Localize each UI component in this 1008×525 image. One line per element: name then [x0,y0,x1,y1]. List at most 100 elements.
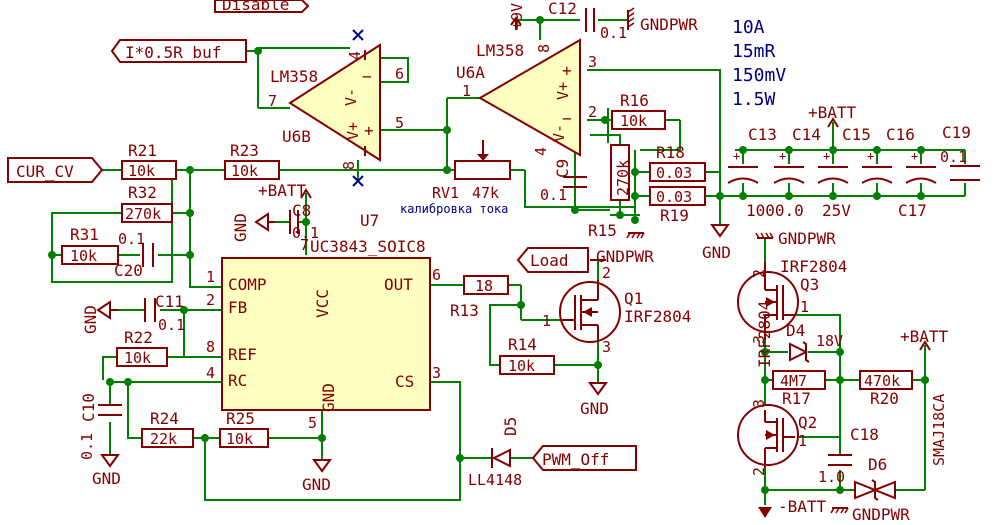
capacitor-c20[interactable]: 0.1 C20 [114,230,154,280]
gnd-u7: GND [302,459,332,494]
junction-dot [836,486,844,494]
resistor-r13[interactable]: 18 R13 [450,275,509,320]
minus-batt-label: -BATT [778,497,827,516]
capacitor-c18[interactable]: C18 1.0 [818,425,879,486]
opamp-u6a[interactable]: V+ + V- − LM358 U6A 1 3 2 8 4 [456,38,597,157]
resistor-r31[interactable]: 10k R31 [61,225,119,265]
junction-dot [186,209,194,217]
resistor-r22[interactable]: 10k R22 [116,328,168,367]
c9-value: 0.1 [540,186,567,204]
capacitor-c15[interactable]: + C15 [817,125,871,184]
mosfet-q1[interactable]: Q1 IRF2804 1 2 3 [542,264,691,356]
capacitor-c10[interactable]: C10 0.1 [78,393,122,460]
r17-value: 4M7 [780,372,807,390]
capacitor-c12[interactable]: C12 0.1 [548,0,627,42]
junction-dot [836,348,844,356]
q2-ref: Q2 [798,413,817,432]
d5-ref: D5 [501,417,520,436]
u6b-pin8: 8 [340,161,358,170]
resistor-r17[interactable]: 4M7 R17 [772,370,826,408]
junction-dot [456,454,464,462]
r18-value: 0.03 [656,164,692,182]
gndpwr-r15 [626,232,645,239]
potentiometer-rv1[interactable]: RV1 47k калибровка тока [400,140,511,216]
resistor-r25[interactable]: 10k R25 [219,409,269,448]
no-connect-icon [352,29,364,41]
tvs-d6[interactable]: D6 SMAJ18CA [854,394,948,501]
u7-pin-fb: FB [228,298,247,317]
u6b-pin7: 7 [268,92,277,110]
resistor-r16[interactable]: 10k R16 [611,91,666,130]
capacitor-c13[interactable]: + C13 [727,125,777,184]
hier-label-load[interactable]: Load [516,247,589,273]
q2-pin2: 2 [750,467,768,476]
cap-bank-value: 1000.0 [746,201,804,220]
wires [51,19,966,505]
hier-label-disable[interactable]: Disable [214,0,310,14]
c10-ref: C10 [79,393,98,422]
resistor-r14[interactable]: 10k R14 [499,335,555,375]
q1-pin2: 2 [602,264,611,282]
hier-label-cur-cv-text: CUR_CV [16,162,74,181]
junction-dot [443,166,451,174]
gndpwr-c18: GNDPWR [830,505,910,524]
capacitor-c11[interactable]: C11 0.1 [144,292,185,334]
resistor-r20[interactable]: 470k R20 [859,370,913,408]
note-power: 1.5W [732,89,776,110]
resistor-r24[interactable]: 22k R24 [141,409,194,448]
hier-label-load-text: Load [530,251,569,270]
opamp-u6b[interactable]: V- − V+ + LM358 U6B 7 6 5 4 8 [268,29,404,187]
c10-value: 0.1 [78,433,96,460]
junction-dot [318,434,326,442]
junction-dot [917,192,925,200]
resistor-r19[interactable]: 0.03 R19 [649,186,706,225]
hier-label-cur-cv[interactable]: CUR_CV [7,157,104,183]
q2-pin1: 1 [798,432,807,450]
u7-pin-vcc: VCC [313,289,332,318]
c20-value: 0.1 [118,230,145,248]
plus-mark: + [779,149,786,163]
r24-value: 22k [150,430,177,448]
junction-dot [616,211,624,219]
ic-u7[interactable]: U7 UC3843_SOIC8 COMP FB REF RC OUT CS VC… [206,211,441,432]
junction-dot [180,306,188,314]
plus-mark: + [911,149,918,163]
u6a-vminus: V- [550,124,568,142]
junction-dot [106,378,114,386]
u7-num-5: 5 [308,414,317,432]
u6b-minus: − [362,67,372,86]
diode-d5[interactable]: D5 LL4148 [468,417,522,489]
q3-value: IRF2804 [780,257,847,276]
capacitor-c9[interactable]: C9 0.1 [540,159,587,204]
c16-ref: C16 [886,125,915,144]
junction-dot [201,434,209,442]
junction-dot [601,116,609,124]
resistor-r18[interactable]: 0.03 R18 [649,143,706,182]
zener-d4[interactable]: D4 18V [786,321,843,363]
hier-label-pwm-off[interactable]: PWM_Off [531,445,637,471]
resistor-r21[interactable]: 10k R21 [121,141,177,180]
resistor-r15[interactable]: 270k R15 [588,144,632,240]
r20-value: 470k [864,372,900,390]
r16-value: 10k [620,112,647,130]
d6-ref: D6 [868,455,887,474]
mosfet-q2[interactable]: Q2 IRF2804 1 3 2 [737,301,817,476]
r13-value: 18 [475,277,493,295]
capacitor-c19[interactable]: C19 0.1 [940,123,980,181]
power-p9v: +9V [508,3,526,30]
capacitor-c16[interactable]: + C16 [861,125,915,184]
hier-label-i-buf[interactable]: I*0.5R_buf [110,39,247,63]
resistor-r23[interactable]: 10k R23 [224,141,280,180]
r13-ref: R13 [450,301,479,320]
gnd-label: GND [81,305,100,334]
resistor-r32[interactable]: 270k R32 [121,183,173,223]
mosfet-q3[interactable]: Q3 IRF2804 1 2 3 [737,257,847,344]
r32-value: 270k [125,205,161,223]
capacitor-c17[interactable]: + C17 [898,149,937,220]
capacitor-c14[interactable]: + C14 [773,125,821,184]
c18-ref: C18 [850,425,879,444]
u7-num-3: 3 [432,364,441,382]
u7-ref: U7 [360,211,379,230]
capacitor-c8[interactable]: C8 0.1 [289,201,319,242]
u6b-pin5: 5 [395,114,404,132]
